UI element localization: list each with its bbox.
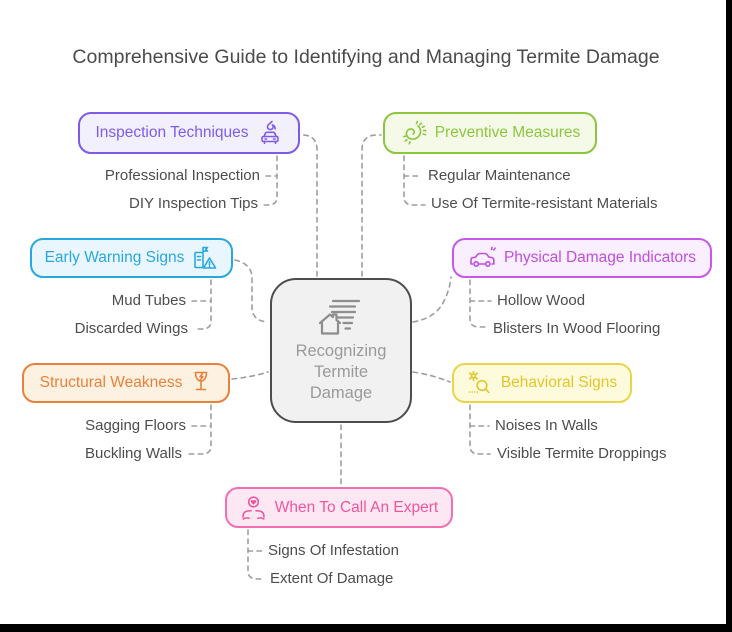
list-item: Buckling Walls bbox=[85, 445, 182, 462]
node-label: Behavioral Signs bbox=[500, 374, 618, 391]
list-item: Discarded Wings bbox=[74, 320, 188, 337]
connector-center-to-physical bbox=[412, 276, 452, 323]
connector-structural-items bbox=[187, 404, 212, 455]
building-warning-icon bbox=[194, 246, 217, 269]
node-label: Preventive Measures bbox=[434, 124, 581, 141]
node-label: Physical Damage Indicators bbox=[503, 249, 697, 266]
node-when-to-call-an-expert: When To Call An Expert bbox=[225, 487, 453, 528]
connector-expert-items bbox=[247, 529, 264, 580]
connector-physical-items bbox=[469, 279, 488, 328]
central-node-label: Recognizing Termite Damage bbox=[295, 341, 387, 402]
list-item: Noises In Walls bbox=[495, 417, 598, 434]
central-node-recognizing-termite-damage: Recognizing Termite Damage bbox=[270, 278, 412, 423]
page-title: Comprehensive Guide to Identifying and M… bbox=[72, 46, 660, 68]
list-item: Professional Inspection bbox=[104, 167, 260, 184]
connector-early-items bbox=[193, 279, 212, 330]
node-label: Early Warning Signs bbox=[44, 249, 185, 266]
car-flame-icon bbox=[260, 120, 279, 144]
list-item: Hollow Wood bbox=[497, 292, 586, 309]
connector-early-to-center bbox=[234, 259, 269, 323]
list-item: Mud Tubes bbox=[111, 292, 186, 309]
bug-magnifier-icon bbox=[468, 370, 490, 393]
node-preventive-measures: Preventive Measures bbox=[383, 112, 597, 154]
list-item: Extent Of Damage bbox=[270, 570, 394, 587]
house-report-icon bbox=[318, 299, 361, 335]
connector-inspection-items bbox=[263, 155, 278, 206]
list-item: Signs Of Infestation bbox=[268, 542, 399, 559]
connector-preventive-items bbox=[403, 155, 426, 206]
node-label: When To Call An Expert bbox=[274, 498, 439, 516]
node-structural-weakness: Structural Weakness bbox=[22, 363, 230, 403]
hands-heart-icon bbox=[241, 495, 265, 520]
node-label: Inspection Techniques bbox=[95, 124, 249, 141]
broken-glass-icon bbox=[195, 371, 208, 391]
list-item: Blisters In Wood Flooring bbox=[493, 320, 661, 337]
connector-center-to-behavioral bbox=[412, 371, 451, 383]
connector-center-to-inspection bbox=[299, 134, 318, 277]
node-inspection-techniques: Inspection Techniques bbox=[78, 112, 300, 154]
list-item: Visible Termite Droppings bbox=[497, 445, 667, 462]
list-item: Use Of Termite-resistant Materials bbox=[431, 195, 658, 212]
window-edge-bottom bbox=[0, 624, 732, 632]
node-behavioral-signs: Behavioral Signs bbox=[452, 363, 632, 403]
connector-structural-to-center bbox=[231, 371, 269, 380]
window-edge-right bbox=[726, 0, 732, 632]
connector-behavioral-items bbox=[469, 404, 491, 455]
connector-center-to-preventive bbox=[361, 134, 382, 277]
node-early-warning-signs: Early Warning Signs bbox=[30, 238, 233, 278]
list-item: DIY Inspection Tips bbox=[129, 195, 258, 212]
car-icon bbox=[470, 246, 496, 268]
node-label: Structural Weakness bbox=[39, 374, 183, 391]
list-item: Regular Maintenance bbox=[428, 167, 571, 184]
node-physical-damage-indicators: Physical Damage Indicators bbox=[452, 238, 712, 278]
list-item: Sagging Floors bbox=[85, 417, 186, 434]
termite-icon bbox=[402, 120, 427, 145]
